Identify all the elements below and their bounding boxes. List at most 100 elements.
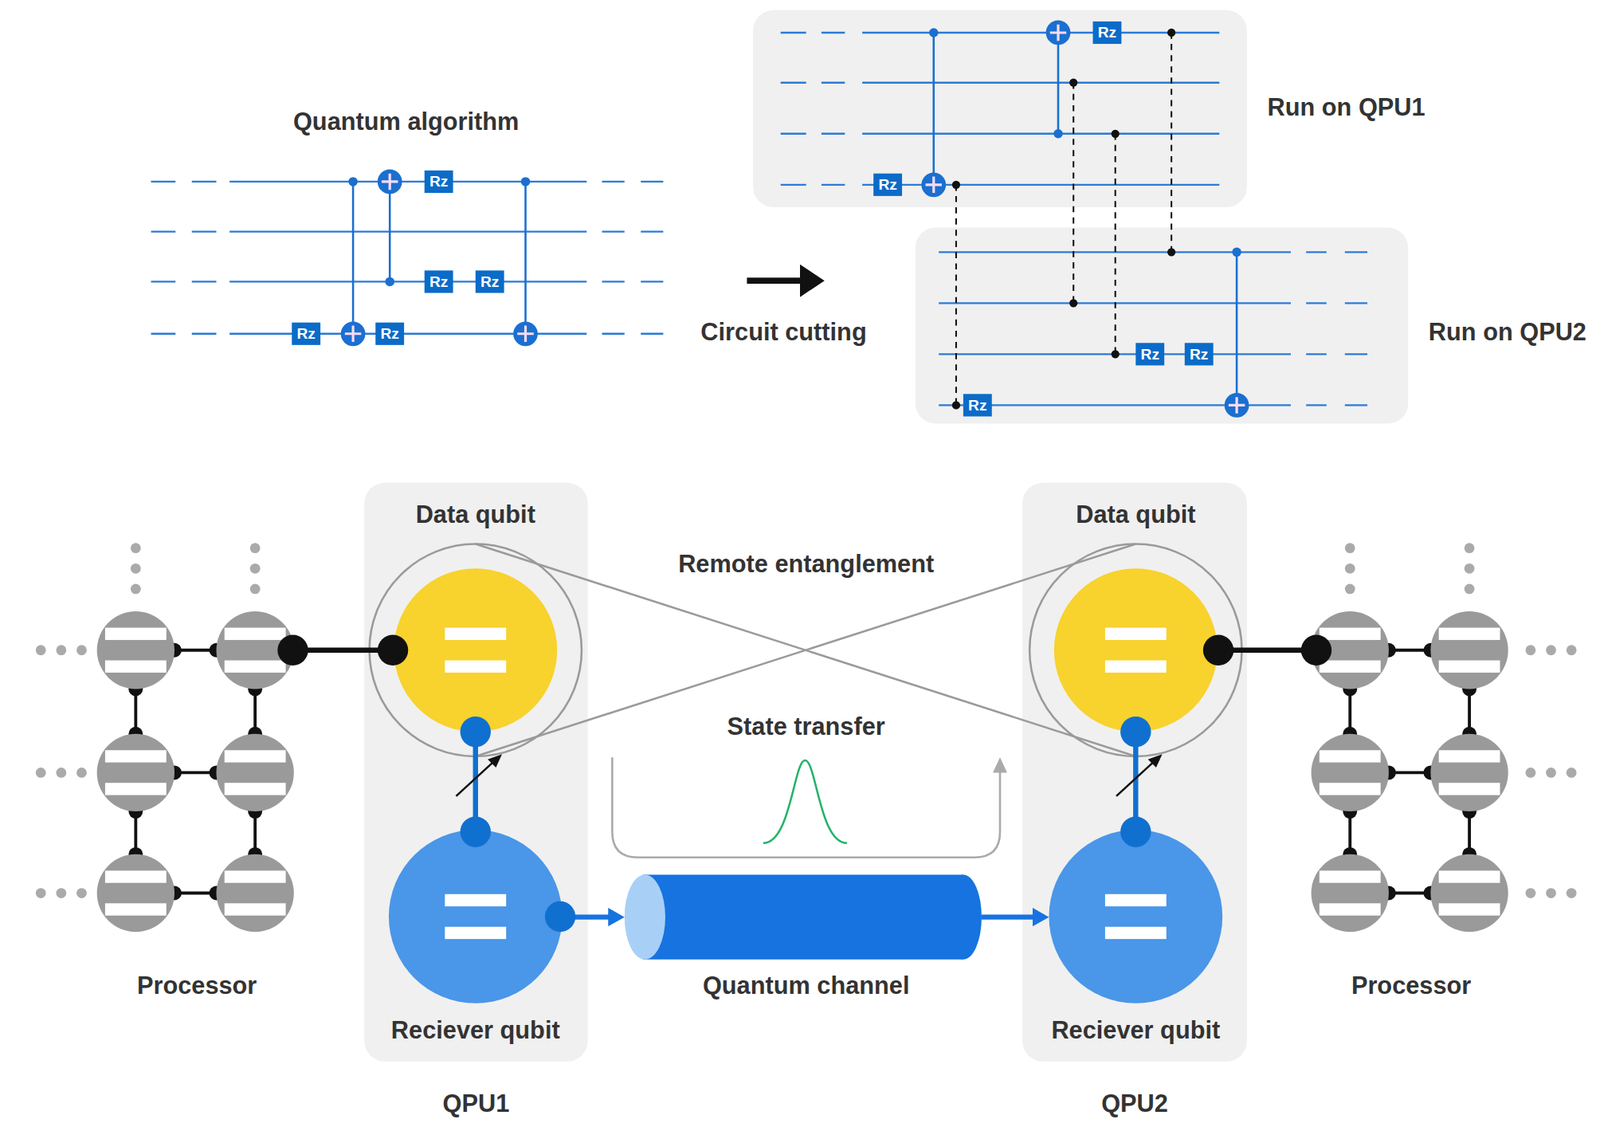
qpu-circuit-panel: Run on QPU2RzRzRz: [915, 227, 1409, 424]
cut-link: [956, 32, 1172, 405]
processor-qubit: [97, 611, 175, 689]
data-qubit-circle: Data qubit: [1054, 568, 1218, 732]
gate-label: Rz: [968, 396, 987, 415]
coupler-dot: [1120, 815, 1151, 847]
ellipsis-dot: [1464, 584, 1475, 595]
qpu-panel-label: QPU2: [1101, 1089, 1169, 1118]
level-bar: [224, 782, 287, 795]
text-slot: Processor: [1351, 971, 1471, 1001]
cnot-target: [1228, 396, 1245, 413]
qpu-panel: QPU2Data qubitReciever qubit: [1022, 482, 1248, 1062]
cnot-target: [345, 325, 361, 342]
quantum-channel-cylinder: Quantum channel: [624, 874, 982, 959]
cut-dot: [952, 180, 961, 189]
level-bar: [224, 749, 287, 762]
cnot-target: [381, 173, 398, 190]
rz-gate-box: Rz: [424, 270, 454, 293]
processor-qubit: [1311, 733, 1389, 812]
ellipsis-dot: [1525, 767, 1537, 778]
gate-label: Rz: [380, 324, 399, 343]
tunable-coupler-arrow: [487, 753, 502, 768]
qubit-wire: [938, 403, 1368, 406]
tunable-coupler-arrow: [455, 760, 494, 797]
cnot-target: [341, 321, 366, 346]
ellipsis-dot: [1545, 644, 1557, 655]
ellipsis-dot: [76, 887, 87, 899]
cut-dot: [952, 28, 1176, 410]
cut-dot: [1111, 349, 1120, 358]
ellipsis-dot: [35, 542, 1577, 899]
gate-label: Rz: [480, 272, 499, 291]
rz-gate-box: Rz: [475, 270, 505, 293]
ellipsis-dot: [1464, 563, 1475, 574]
level-bar: [1439, 902, 1501, 915]
tunable-coupler-arrow: [455, 753, 1162, 797]
ellipsis-dot: [1566, 644, 1577, 655]
connector-line: [1217, 647, 1306, 653]
gate-label: Rz: [429, 172, 448, 191]
gate-label: Rz: [1098, 23, 1117, 42]
ellipsis-dot: [1345, 584, 1356, 595]
qubit-body: [388, 829, 563, 1004]
arrowhead: [607, 907, 624, 926]
level-bar: [105, 902, 167, 915]
qpu-panel: QPU1Data qubitReciever qubit: [364, 482, 588, 1062]
coupler-dot: [377, 635, 408, 666]
ellipsis-dot: [1525, 887, 1537, 899]
entanglement-line: [475, 544, 1137, 757]
qubit-wire: [151, 32, 1368, 405]
channel-body: [643, 874, 964, 959]
node-shape: [1054, 568, 1218, 732]
cnot-target: [341, 321, 366, 346]
ellipsis-dot: [250, 563, 261, 574]
cutting-arrow: [800, 264, 825, 298]
ellipsis-dot: [1345, 542, 1356, 553]
cnot-target: [925, 176, 942, 193]
qubit-wire: [151, 231, 664, 233]
text-slot: Data qubit: [415, 500, 536, 530]
processor-grid-label: Processor: [1351, 971, 1471, 1000]
ellipsis-dot: [35, 887, 47, 899]
qpu-panel-label: QPU1: [443, 1089, 510, 1118]
text-slot: Remote entanglement: [678, 549, 934, 580]
connector: [562, 907, 625, 926]
processor-qubit: [1311, 611, 1389, 689]
connector: [298, 649, 394, 651]
processor-grid: Processor: [91, 602, 299, 933]
connector-line: [1133, 731, 1138, 830]
processor-qubit: [1430, 733, 1508, 812]
level-bar: [1319, 660, 1381, 673]
level-bar: [1105, 627, 1167, 640]
processor-qubit: [215, 611, 294, 689]
connector: [1135, 731, 1137, 830]
coupler-dot: [545, 901, 576, 932]
control-dot: [384, 277, 395, 287]
node-shape: [393, 568, 557, 732]
ellipsis-dot: [250, 584, 261, 595]
ellipsis-dot: [130, 563, 142, 574]
cnot-target: [517, 325, 534, 342]
connector-line: [298, 647, 394, 653]
receiver-qubit-circle-label: Reciever qubit: [391, 1015, 561, 1044]
entanglement-line: [475, 544, 1137, 757]
channel-end: [945, 874, 982, 959]
level-bar: [1439, 870, 1501, 883]
control-dot: [929, 27, 939, 38]
data-qubit-circle: Data qubit: [393, 568, 557, 732]
control-dot: [348, 176, 358, 187]
cnot-target: [513, 321, 538, 346]
diagram-label: Quantum algorithm: [293, 107, 519, 136]
processor-qubit: [1430, 611, 1508, 689]
cnot-target: [513, 321, 538, 346]
level-bar: [224, 627, 287, 640]
control-dot: [348, 27, 1242, 287]
cut-dot: [952, 400, 961, 409]
qubit-wire: [780, 82, 1220, 84]
cnot-link: [933, 32, 1237, 405]
processor-qubit: [215, 733, 294, 812]
text-slot: Run on QPU1: [1267, 93, 1426, 123]
processor-grid-label: Processor: [137, 971, 257, 1000]
entanglement-ring: [369, 544, 1243, 757]
